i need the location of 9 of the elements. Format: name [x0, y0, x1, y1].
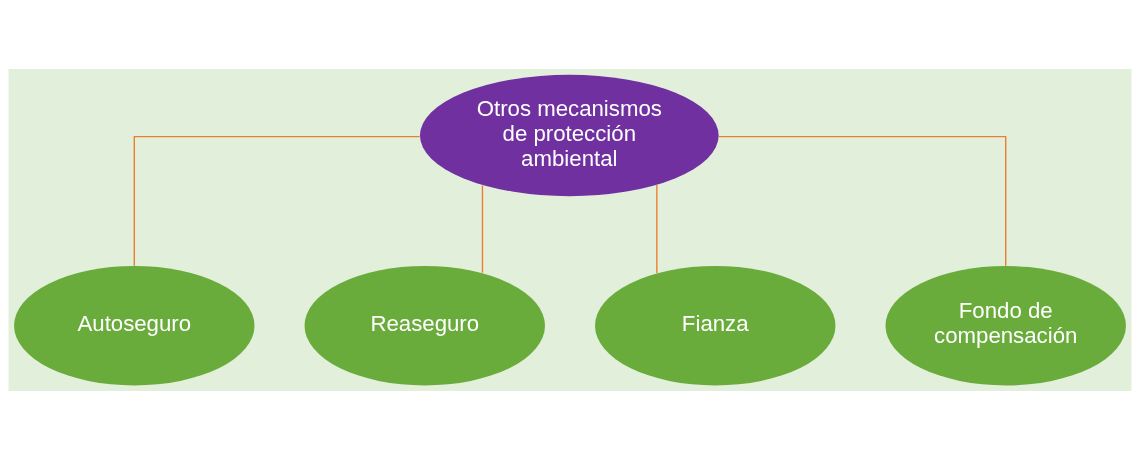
node-ellipse: Fianza — [595, 265, 836, 386]
node-ellipse: Fondo de compensación — [885, 265, 1126, 386]
connector — [718, 135, 1007, 267]
connector — [133, 135, 421, 267]
node-ellipse: Autoseguro — [14, 265, 255, 386]
node-ellipse: Otros mecanismos de protección ambiental — [419, 74, 719, 197]
connector — [481, 184, 484, 274]
connector — [656, 184, 658, 274]
node-ellipse: Reaseguro — [304, 265, 545, 386]
